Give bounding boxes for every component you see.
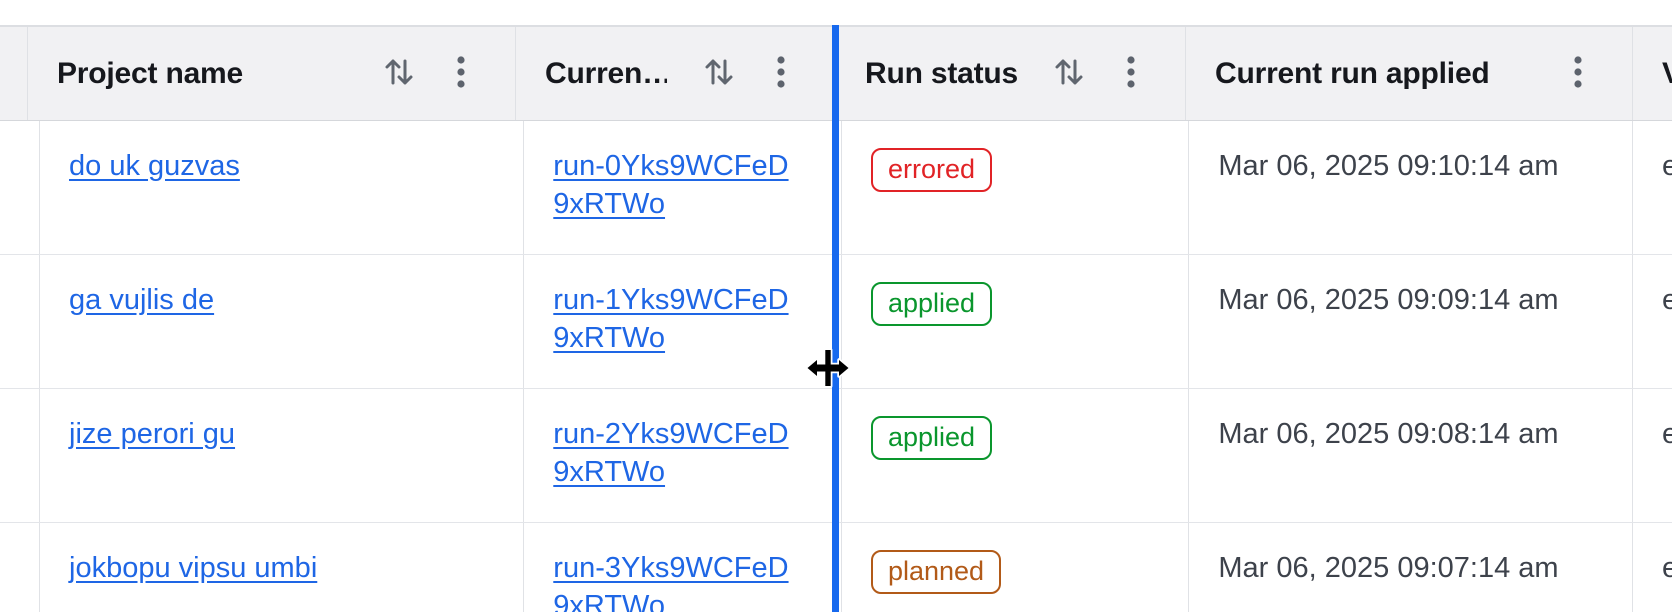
column-label: Project name [57, 56, 244, 90]
run-id-line: 9xRTWo [553, 188, 666, 220]
kebab-menu-icon [1572, 55, 1584, 92]
project-link[interactable]: ga vujlis de [69, 284, 215, 316]
status-badge: applied [870, 282, 993, 326]
run-link[interactable]: run-3Yks9WCFeD 9xRTWo [553, 549, 831, 612]
project-link[interactable]: jize perori gu [69, 418, 236, 450]
column-label: Run status [865, 56, 1017, 90]
spacer-cell [0, 523, 40, 612]
applied-timestamp: Mar 06, 2025 09:09:14 am [1218, 284, 1559, 316]
column-header-current-run-applied[interactable]: Current run applied [1186, 27, 1633, 120]
edge-cell: e [1633, 523, 1672, 612]
applied-timestamp: Mar 06, 2025 09:10:14 am [1218, 150, 1559, 182]
column-header-run-status[interactable]: Run status [836, 27, 1186, 120]
project-name-cell: jize perori gu [40, 389, 525, 522]
run-link[interactable]: run-2Yks9WCFeD 9xRTWo [553, 415, 831, 491]
column-menu-button[interactable] [1572, 55, 1584, 92]
run-id-line: 9xRTWo [553, 322, 666, 354]
kebab-menu-icon [455, 55, 467, 92]
current-run-cell: run-1Yks9WCFeD 9xRTWo [524, 255, 842, 388]
edge-cell: e [1633, 389, 1672, 522]
edge-cell: e [1633, 255, 1672, 388]
project-link[interactable]: do uk guzvas [69, 150, 240, 182]
column-label: V [1662, 57, 1672, 91]
column-header-project-name[interactable]: Project name [28, 27, 516, 120]
project-link[interactable]: jokbopu vipsu umbi [69, 552, 318, 584]
current-run-cell: run-2Yks9WCFeD 9xRTWo [524, 389, 842, 522]
spacer-cell [0, 255, 40, 388]
run-link[interactable]: run-0Yks9WCFeD 9xRTWo [553, 147, 831, 223]
column-label: Current run applied [1215, 56, 1490, 90]
project-name-cell: do uk guzvas [40, 121, 525, 254]
run-id-line: run-1Yks9WCFeD [553, 284, 789, 316]
status-badge: errored [870, 148, 992, 192]
current-run-cell: run-0Yks9WCFeD 9xRTWo [524, 121, 842, 254]
sort-button[interactable] [383, 54, 415, 93]
run-link[interactable]: run-1Yks9WCFeD 9xRTWo [553, 281, 831, 357]
column-menu-button[interactable] [775, 55, 787, 92]
edge-cell-text: e [1662, 552, 1672, 584]
run-status-cell: errored [842, 121, 1190, 254]
column-resize-indicator[interactable] [832, 25, 839, 612]
column-menu-button[interactable] [1125, 55, 1137, 92]
current-run-applied-cell: Mar 06, 2025 09:10:14 am [1189, 121, 1633, 254]
project-name-cell: jokbopu vipsu umbi [40, 523, 525, 612]
edge-cell-text: e [1662, 284, 1672, 316]
run-id-line: run-2Yks9WCFeD [553, 418, 789, 450]
column-header-spacer [0, 27, 28, 120]
sort-arrows-icon [383, 54, 415, 93]
current-run-cell: run-3Yks9WCFeD 9xRTWo [524, 523, 842, 612]
current-run-applied-cell: Mar 06, 2025 09:08:14 am [1189, 389, 1633, 522]
sort-arrows-icon [1053, 54, 1085, 93]
run-id-line: run-0Yks9WCFeD [553, 150, 789, 182]
run-id-line: run-3Yks9WCFeD [553, 552, 789, 584]
run-status-cell: applied [842, 255, 1190, 388]
run-status-cell: planned [842, 523, 1190, 612]
run-status-cell: applied [842, 389, 1190, 522]
column-menu-button[interactable] [455, 55, 467, 92]
edge-cell-text: e [1662, 150, 1672, 182]
kebab-menu-icon [1125, 55, 1137, 92]
project-name-cell: ga vujlis de [40, 255, 525, 388]
kebab-menu-icon [775, 55, 787, 92]
applied-timestamp: Mar 06, 2025 09:08:14 am [1218, 418, 1559, 450]
sort-arrows-icon [703, 54, 735, 93]
sort-button[interactable] [703, 54, 735, 93]
sort-button[interactable] [1053, 54, 1085, 93]
spacer-cell [0, 389, 40, 522]
current-run-applied-cell: Mar 06, 2025 09:07:14 am [1189, 523, 1633, 612]
current-run-applied-cell: Mar 06, 2025 09:09:14 am [1189, 255, 1633, 388]
run-id-line: 9xRTWo [553, 456, 666, 488]
spacer-cell [0, 121, 40, 254]
column-header-current-run[interactable]: Curren… [516, 27, 836, 120]
status-badge: applied [870, 416, 993, 460]
edge-cell: e [1633, 121, 1672, 254]
edge-cell-text: e [1662, 418, 1672, 450]
column-label: Curren… [545, 56, 667, 90]
applied-timestamp: Mar 06, 2025 09:07:14 am [1218, 552, 1559, 584]
status-badge: planned [870, 550, 1002, 594]
column-header-edge-partial: V [1633, 27, 1672, 120]
run-id-line: 9xRTWo [553, 590, 666, 612]
